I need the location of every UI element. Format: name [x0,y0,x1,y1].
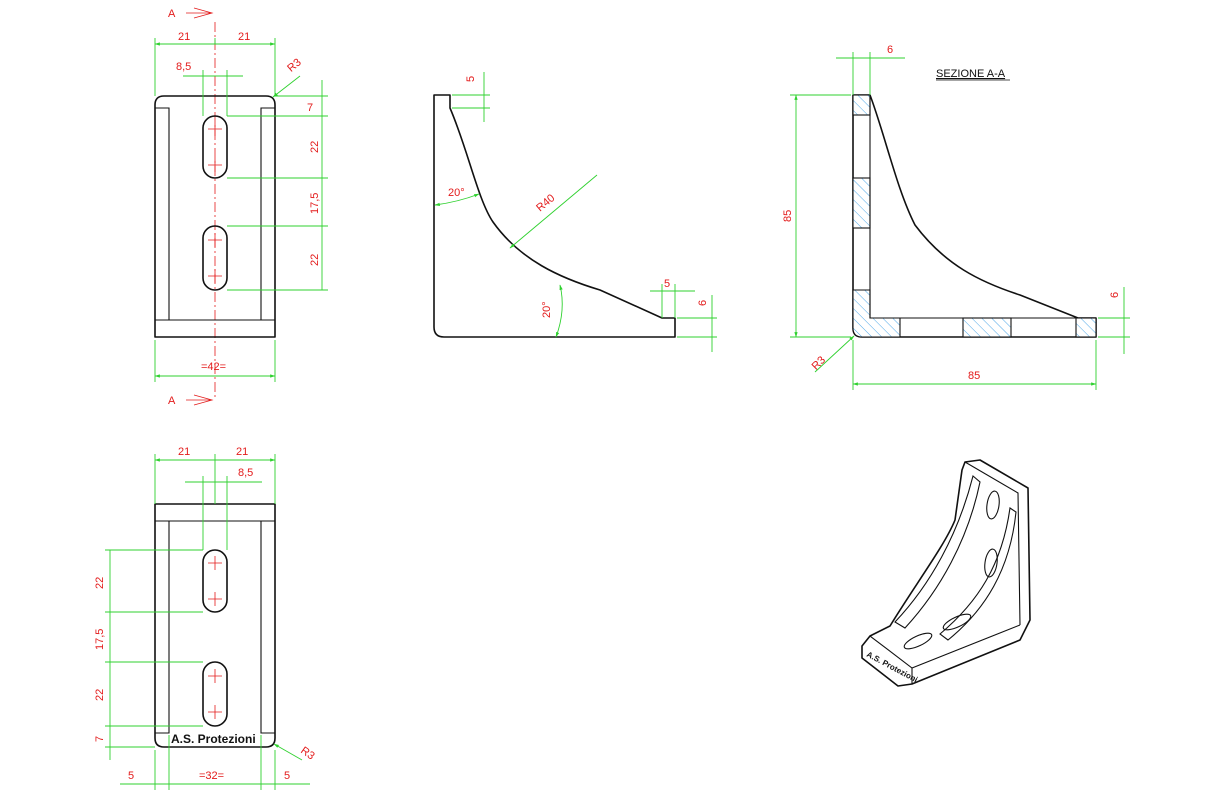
dim-22-b: 22 [309,254,321,266]
dim-r3-leader [273,743,303,761]
section-marker-bottom: A [168,394,214,407]
dim-21-left: 21 [178,31,190,43]
dim-21-right: 21 [238,31,250,43]
slot-lower [202,661,228,727]
iso-outline [861,459,1031,687]
dim-5-right: 5 [284,770,290,782]
dim-85-height: 85 [782,210,794,222]
section-label-a-bottom: A [168,395,176,407]
dim-17-5: 17,5 [309,193,321,214]
front-outline [154,95,276,338]
side-view: 5 20° R40 20° 5 6 [433,72,717,352]
dim-21-left: 21 [178,446,190,458]
slot-upper [202,115,228,179]
slot-centers [208,556,222,719]
iso-rib-left [894,475,981,629]
iso-rib-right [939,507,1017,641]
dim-22-a: 22 [309,141,321,153]
dim-r3-leader [814,335,855,373]
ext-lines [154,735,276,790]
dim-21-right: 21 [236,446,248,458]
section-arrow-icon [186,394,214,406]
dim-6-right: 6 [1109,292,1121,298]
brand-label: A.S. Protezioni [171,732,256,746]
dim-42: =42= [201,361,226,373]
dim-7: 7 [94,736,106,742]
iso-top-edge [964,461,1021,626]
ext-lines [154,454,276,504]
ext-lines [202,476,228,550]
section-marker-top: A [168,7,214,20]
dim-angle-top [434,193,480,206]
dim-17-5: 17,5 [94,629,106,650]
section-profile [852,94,1097,338]
right-flange [260,107,275,321]
dim-r3-section: R3 [810,354,828,372]
slot-upper [202,549,228,613]
iso-slot [903,632,933,650]
side-flanges [155,521,275,734]
left-flange [155,107,170,321]
hatch-region [852,177,871,229]
hatch-region [852,289,901,338]
ext-lines [105,549,203,748]
slot-centers [208,122,222,283]
section-arrow-icon [186,7,214,19]
slot-lower [202,225,228,291]
dim-8-5: 8,5 [176,61,191,73]
dim-end-height-lines [677,295,717,352]
ext-lines [790,94,851,338]
dim-right-lines [1098,287,1130,354]
dim-end-lip-lines [650,284,695,318]
dim-6-top: 6 [887,44,893,56]
dim-r3: R3 [285,56,303,74]
dim-32: =32= [199,770,224,782]
dim-r3-leader [272,75,301,98]
dim-6-end: 6 [697,300,709,306]
ext-lines [227,95,328,291]
dim-22-b: 22 [94,689,106,701]
inner-edge [869,95,1096,319]
dim-r40-leader [509,174,598,249]
hatch-region [1075,317,1097,338]
isometric-view: A.S. Protezioni [861,459,1031,687]
section-title: SEZIONE A-A [936,68,1006,80]
iso-slot [986,490,1000,520]
dim-7: 7 [307,102,313,114]
dim-angle-bottom [555,284,563,338]
ext-lines [852,340,1097,390]
dim-20-top: 20° [448,187,465,199]
bottom-outline [154,503,276,748]
dim-20-bottom: 20° [541,301,553,318]
dim-5-top: 5 [465,76,477,82]
dim-top-lip-lines [452,72,490,122]
hatch-region [852,94,871,116]
dim-22-a: 22 [94,577,106,589]
ext-lines [202,70,228,116]
front-view: A A 21 21 8,5 R3 7 22 17,5 22 [154,7,328,407]
dim-85-length: 85 [968,370,980,382]
dim-5-end: 5 [664,278,670,290]
dim-8-5: 8,5 [238,467,253,479]
dim-5-left: 5 [128,770,134,782]
section-label-a-top: A [168,8,176,20]
iso-slot [942,613,972,631]
iso-slot [984,548,998,578]
hatch-region [962,317,1012,338]
side-profile [433,94,676,338]
dim-thickness-lines [836,52,905,95]
section-view: SEZIONE A-A 6 85 6 R3 85 [782,44,1130,390]
bottom-view: A.S. Protezioni 21 21 8,5 22 17,5 22 7 5… [94,446,317,790]
